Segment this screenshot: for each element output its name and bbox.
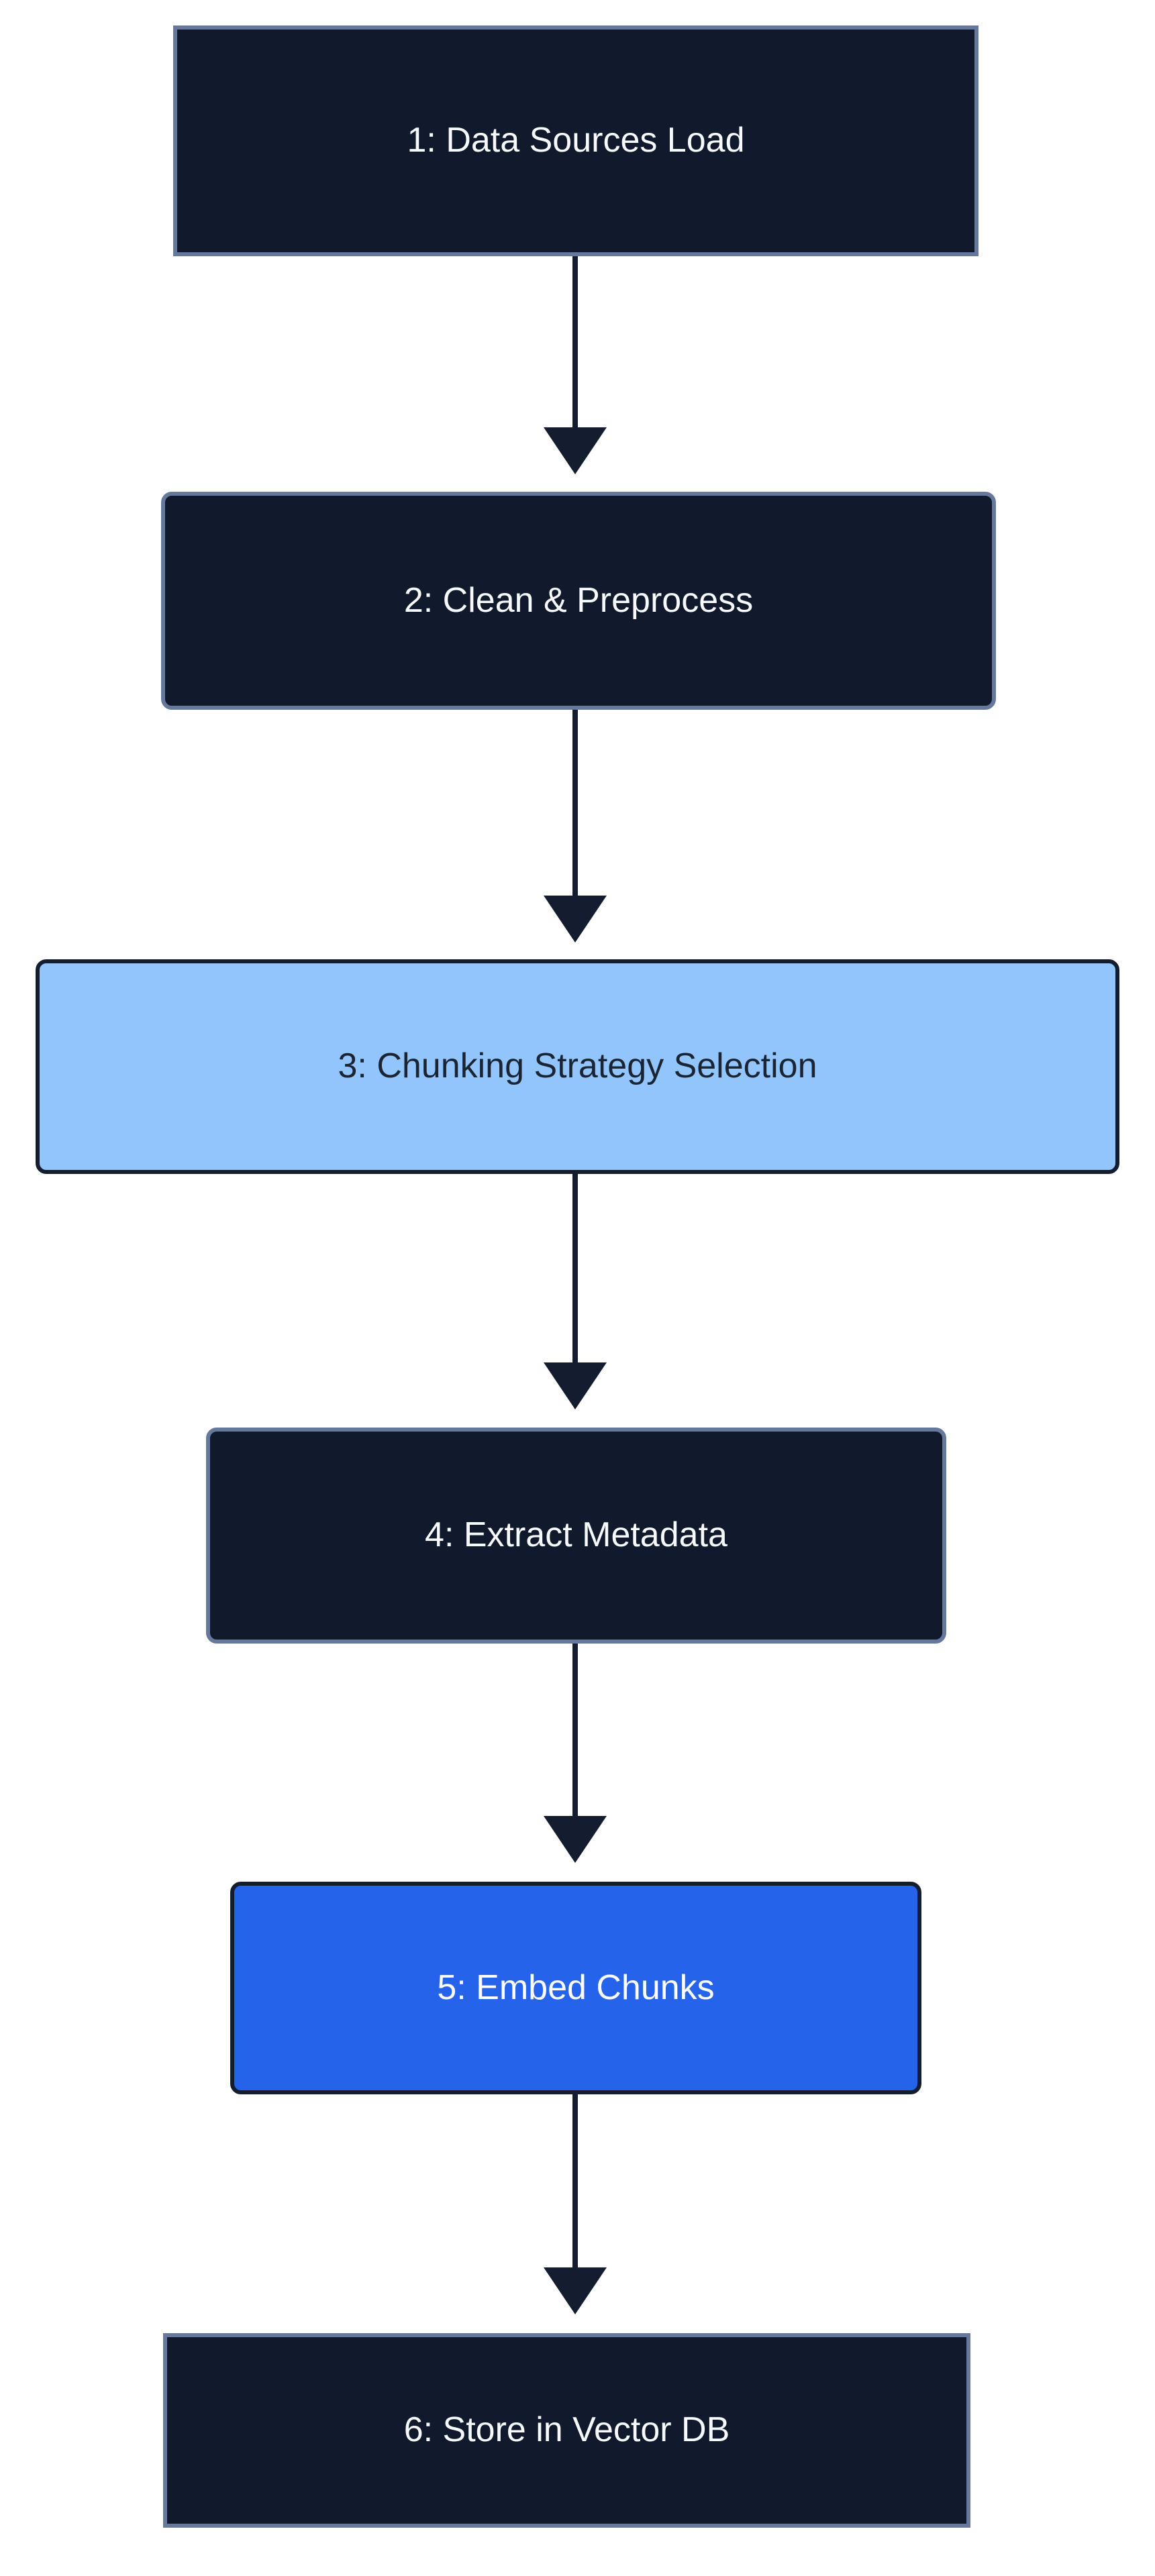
flowchart-node-clean-preprocess[interactable]: 2: Clean & Preprocess xyxy=(161,492,996,710)
edge-n5-n6 xyxy=(544,2094,607,2314)
flowchart-node-chunking-strategy-selection[interactable]: 3: Chunking Strategy Selection xyxy=(36,959,1119,1174)
flowchart-node-extract-metadata[interactable]: 4: Extract Metadata xyxy=(206,1428,946,1644)
flowchart-node-embed-chunks[interactable]: 5: Embed Chunks xyxy=(230,1882,921,2094)
node-label: 3: Chunking Strategy Selection xyxy=(338,1046,817,1086)
node-label: 6: Store in Vector DB xyxy=(403,2410,730,2450)
node-label: 5: Embed Chunks xyxy=(437,1968,715,2007)
edge-n2-n3 xyxy=(544,710,607,943)
edge-n4-n5 xyxy=(544,1644,607,1863)
edge-n1-n2 xyxy=(544,256,607,474)
node-label: 1: Data Sources Load xyxy=(407,121,745,160)
flowchart-node-store-in-vector-db[interactable]: 6: Store in Vector DB xyxy=(163,2333,970,2528)
flowchart-node-data-sources-load[interactable]: 1: Data Sources Load xyxy=(173,25,978,256)
node-label: 4: Extract Metadata xyxy=(425,1515,727,1555)
node-label: 2: Clean & Preprocess xyxy=(403,580,754,620)
edge-n3-n4 xyxy=(544,1174,607,1409)
